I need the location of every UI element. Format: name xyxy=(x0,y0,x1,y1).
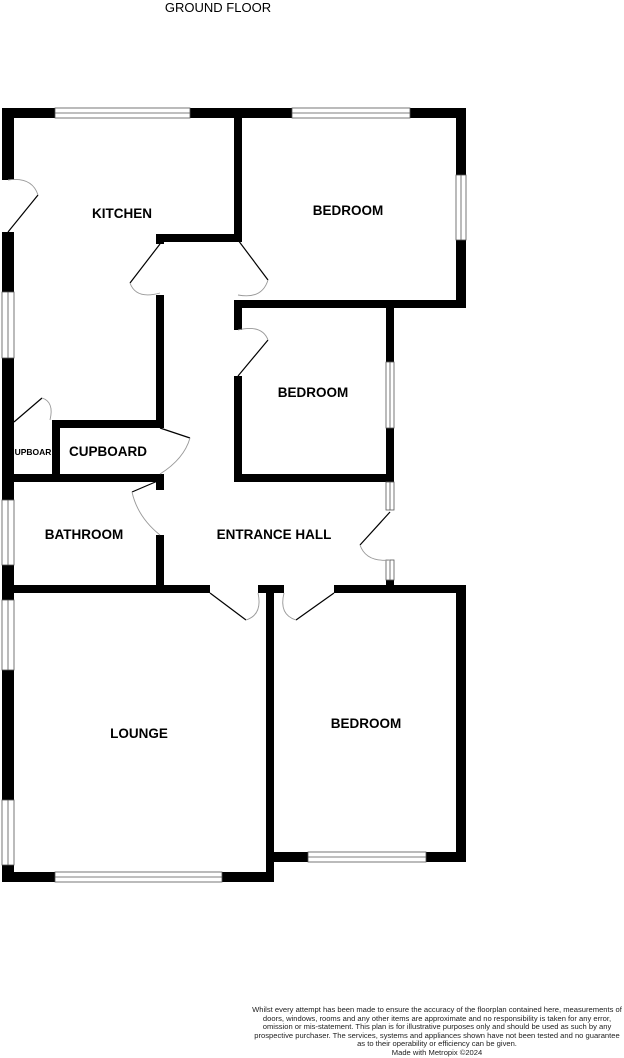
wall xyxy=(456,240,466,308)
wall xyxy=(156,474,164,490)
wall xyxy=(234,474,394,482)
door xyxy=(359,511,391,561)
door xyxy=(237,328,269,377)
wall xyxy=(2,585,210,593)
window xyxy=(291,107,411,119)
window xyxy=(1,291,15,359)
wall xyxy=(156,234,242,242)
wall xyxy=(2,565,14,600)
wall xyxy=(456,108,466,175)
wall xyxy=(334,585,466,593)
window xyxy=(385,481,395,511)
wall xyxy=(2,358,14,500)
wall xyxy=(2,108,14,180)
wall xyxy=(234,376,242,482)
window xyxy=(385,361,395,429)
door xyxy=(282,592,335,621)
room-label-entrance-hall: ENTRANCE HALL xyxy=(217,527,332,542)
window xyxy=(54,871,223,883)
room-label-bedroom-2: BEDROOM xyxy=(278,385,349,400)
door xyxy=(131,479,161,536)
walls xyxy=(2,108,466,882)
room-label-cupboard: CUPBOARD xyxy=(69,444,147,459)
door xyxy=(159,427,191,475)
wall xyxy=(156,234,164,244)
windows xyxy=(1,107,467,883)
room-label-small-cupboard: UPBOAR xyxy=(15,447,52,457)
wall xyxy=(234,300,242,330)
window xyxy=(385,559,395,581)
credit-text: Made with Metropix ©2024 xyxy=(391,1047,483,1057)
wall xyxy=(274,852,308,862)
disclaimer: Whilst every attempt has been made to en… xyxy=(252,1005,622,1058)
disclaimer-text: Whilst every attempt has been made to en… xyxy=(252,1005,622,1049)
door xyxy=(13,397,52,423)
wall xyxy=(2,232,14,292)
floor-plan: KITCHEN BEDROOM BEDROOM UPBOAR CUPBOARD … xyxy=(1,107,467,883)
room-label-bedroom-1: BEDROOM xyxy=(313,203,384,218)
wall xyxy=(456,585,466,862)
window xyxy=(455,174,467,241)
floor-title: GROUND FLOOR xyxy=(164,0,272,15)
door xyxy=(237,239,269,297)
wall xyxy=(156,535,164,593)
wall xyxy=(386,578,394,593)
room-label-kitchen: KITCHEN xyxy=(92,206,152,221)
wall xyxy=(266,585,274,882)
doors xyxy=(7,178,391,621)
wall xyxy=(2,670,14,800)
wall xyxy=(426,852,466,862)
wall xyxy=(2,872,55,882)
room-label-lounge: LOUNGE xyxy=(110,726,168,741)
room-label-bathroom: BATHROOM xyxy=(45,527,124,542)
door xyxy=(209,592,260,621)
window xyxy=(1,799,15,866)
room-label-bedroom-3: BEDROOM xyxy=(331,716,402,731)
wall xyxy=(156,295,164,428)
wall xyxy=(386,428,394,482)
wall xyxy=(386,300,394,362)
door xyxy=(7,178,39,233)
wall xyxy=(234,108,242,240)
window xyxy=(1,599,15,671)
wall xyxy=(52,420,60,478)
window xyxy=(1,499,15,566)
wall xyxy=(52,420,164,428)
wall xyxy=(236,300,466,308)
door xyxy=(129,243,161,296)
wall xyxy=(222,872,274,882)
window xyxy=(54,107,191,119)
wall xyxy=(2,474,164,482)
window xyxy=(307,851,427,863)
